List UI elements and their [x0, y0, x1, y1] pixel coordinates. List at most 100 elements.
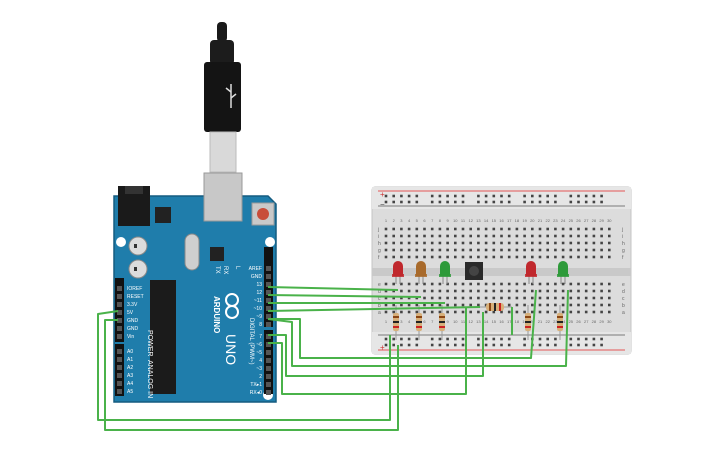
breadboard-hole[interactable] — [531, 227, 534, 231]
breadboard-hole[interactable] — [454, 241, 457, 245]
breadboard-hole[interactable] — [446, 310, 449, 314]
breadboard-hole[interactable] — [538, 289, 542, 293]
rail-hole[interactable] — [477, 343, 480, 347]
breadboard-hole[interactable] — [569, 255, 573, 259]
rail-hole[interactable] — [538, 337, 542, 341]
resistor-group[interactable] — [393, 305, 563, 340]
rail-hole[interactable] — [531, 200, 534, 204]
breadboard-hole[interactable] — [400, 289, 403, 293]
breadboard-hole[interactable] — [469, 296, 472, 300]
breadboard-hole[interactable] — [569, 248, 573, 252]
rail-hole[interactable] — [392, 343, 395, 347]
header-pin[interactable] — [266, 314, 271, 319]
breadboard-hole[interactable] — [500, 234, 503, 238]
breadboard-hole[interactable] — [507, 234, 511, 238]
rail-hole[interactable] — [461, 194, 465, 198]
breadboard-hole[interactable] — [561, 282, 565, 286]
header-pin[interactable] — [117, 286, 122, 291]
rail-hole[interactable] — [584, 343, 588, 347]
rail-hole[interactable] — [577, 337, 580, 341]
breadboard-hole[interactable] — [608, 227, 611, 231]
rail-hole[interactable] — [500, 200, 503, 204]
rail-hole[interactable] — [554, 200, 557, 204]
rail-hole[interactable] — [500, 194, 503, 198]
header-pin[interactable] — [117, 373, 122, 378]
green-led[interactable] — [439, 261, 451, 284]
rail-hole[interactable] — [600, 200, 603, 204]
rail-hole[interactable] — [407, 200, 411, 204]
breadboard-hole[interactable] — [407, 234, 411, 238]
breadboard-hole[interactable] — [469, 248, 472, 252]
breadboard-hole[interactable] — [492, 248, 496, 252]
breadboard-hole[interactable] — [500, 289, 503, 293]
breadboard-hole[interactable] — [523, 255, 526, 259]
breadboard-hole[interactable] — [492, 289, 496, 293]
breadboard-hole[interactable] — [454, 310, 457, 314]
breadboard-hole[interactable] — [407, 289, 411, 293]
breadboard-hole[interactable] — [538, 248, 542, 252]
breadboard-hole[interactable] — [569, 310, 573, 314]
breadboard-hole[interactable] — [446, 248, 449, 252]
breadboard-hole[interactable] — [500, 282, 503, 286]
breadboard-hole[interactable] — [608, 255, 611, 259]
breadboard-hole[interactable] — [538, 255, 542, 259]
breadboard-hole[interactable] — [584, 234, 588, 238]
rail-hole[interactable] — [438, 200, 442, 204]
wire[interactable] — [268, 289, 537, 359]
rail-hole[interactable] — [400, 194, 403, 198]
breadboard-hole[interactable] — [461, 310, 465, 314]
rail-hole[interactable] — [507, 337, 511, 341]
breadboard-hole[interactable] — [561, 310, 565, 314]
header-pin[interactable] — [117, 349, 122, 354]
breadboard-hole[interactable] — [554, 227, 557, 231]
breadboard-hole[interactable] — [469, 234, 472, 238]
breadboard-hole[interactable] — [400, 303, 403, 307]
breadboard-hole[interactable] — [400, 227, 403, 231]
breadboard-hole[interactable] — [477, 296, 480, 300]
breadboard-hole[interactable] — [469, 289, 472, 293]
breadboard-hole[interactable] — [546, 296, 549, 300]
rail-hole[interactable] — [592, 194, 596, 198]
breadboard-hole[interactable] — [569, 289, 573, 293]
breadboard-hole[interactable] — [592, 255, 596, 259]
breadboard-hole[interactable] — [392, 310, 395, 314]
rail-hole[interactable] — [592, 343, 596, 347]
breadboard-hole[interactable] — [600, 255, 603, 259]
rail-hole[interactable] — [577, 194, 580, 198]
breadboard-hole[interactable] — [531, 289, 534, 293]
rail-hole[interactable] — [600, 194, 603, 198]
breadboard-hole[interactable] — [384, 241, 388, 245]
breadboard-hole[interactable] — [608, 241, 611, 245]
breadboard-hole[interactable] — [415, 255, 419, 259]
header-pin[interactable] — [266, 306, 271, 311]
breadboard-hole[interactable] — [461, 296, 465, 300]
breadboard-hole[interactable] — [608, 289, 611, 293]
breadboard-hole[interactable] — [538, 310, 542, 314]
breadboard-hole[interactable] — [384, 296, 388, 300]
breadboard-hole[interactable] — [584, 255, 588, 259]
breadboard-hole[interactable] — [446, 296, 449, 300]
breadboard-hole[interactable] — [477, 303, 480, 307]
header-pin[interactable] — [117, 357, 122, 362]
breadboard-hole[interactable] — [430, 296, 434, 300]
breadboard-hole[interactable] — [523, 296, 526, 300]
breadboard-hole[interactable] — [477, 282, 480, 286]
breadboard-hole[interactable] — [392, 303, 395, 307]
breadboard-hole[interactable] — [446, 303, 449, 307]
breadboard-hole[interactable] — [500, 248, 503, 252]
header-pin[interactable] — [266, 274, 271, 279]
rail-hole[interactable] — [523, 337, 526, 341]
breadboard-hole[interactable] — [577, 303, 580, 307]
breadboard-hole[interactable] — [523, 310, 526, 314]
rail-hole[interactable] — [531, 194, 534, 198]
breadboard-holes[interactable] — [384, 194, 611, 347]
breadboard-hole[interactable] — [507, 310, 511, 314]
breadboard-hole[interactable] — [569, 303, 573, 307]
breadboard-hole[interactable] — [507, 289, 511, 293]
pushbutton[interactable] — [465, 262, 483, 280]
breadboard-hole[interactable] — [507, 248, 511, 252]
rail-hole[interactable] — [592, 200, 596, 204]
breadboard-hole[interactable] — [430, 248, 434, 252]
breadboard-hole[interactable] — [538, 296, 542, 300]
wire[interactable] — [267, 289, 569, 367]
